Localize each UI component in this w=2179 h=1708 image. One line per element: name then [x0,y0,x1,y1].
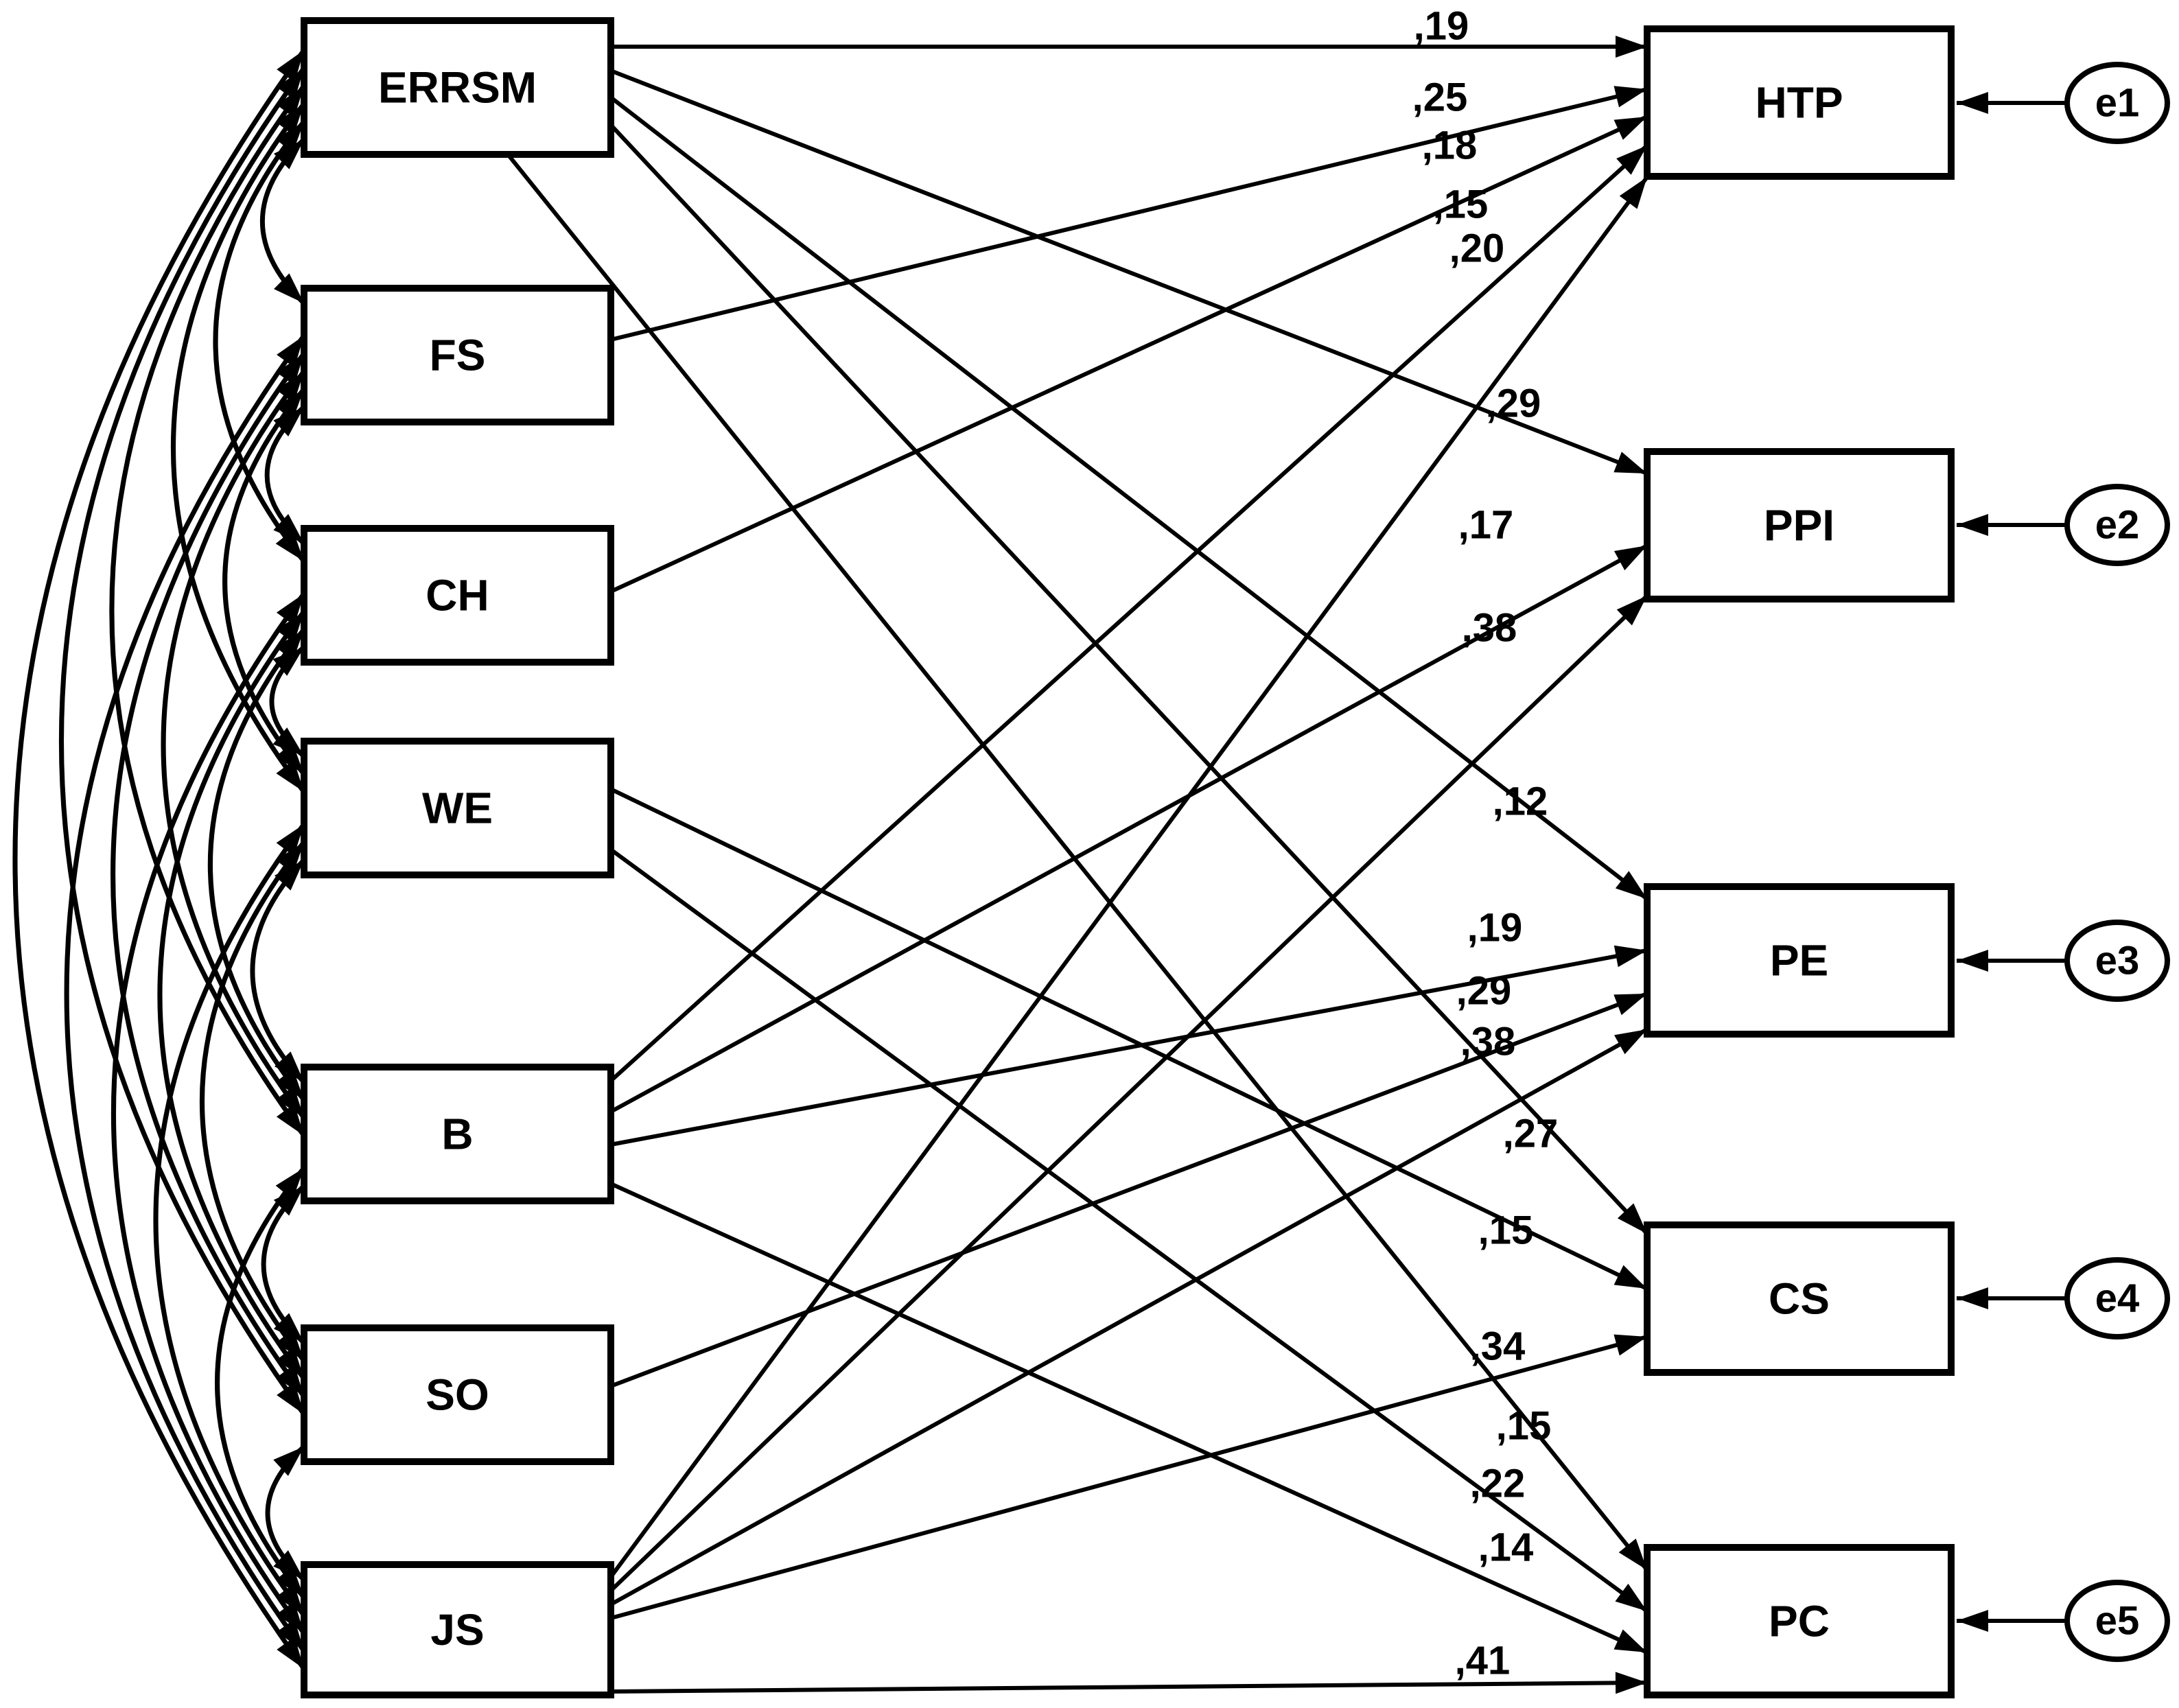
covariance-arc-ERRSM-JS [12,48,306,1671]
error-label-e5: e5 [2095,1599,2140,1643]
error-term-e4 [2064,1257,2170,1340]
path-arrow-B-PE [610,945,1648,1147]
error-term-e3 [2064,920,2170,1002]
box-label-FS: FS [430,331,486,380]
box-FS [301,285,614,425]
box-label-CH: CH [426,571,489,620]
regression-paths-layer [506,36,1649,1694]
error-term-e5 [2064,1580,2170,1662]
path-coefficient-ERRSM-CS: ,27 [1503,1112,1559,1156]
covariance-arc-ERRSM-FS [259,137,306,305]
covariance-arc-WE-JS [153,822,306,1617]
path-coefficient-JS-PE: ,38 [1460,1020,1516,1064]
path-arrow-JS-PC [610,1672,1648,1694]
error-label-e2: e2 [2095,503,2140,548]
covariance-arc-SO-JS [265,1444,306,1582]
path-arrow-WE-CS [609,787,1648,1291]
covariance-arc-WE-SO [199,840,306,1363]
box-label-PC: PC [1769,1597,1830,1646]
covariance-arc-CH-JS [110,592,306,1635]
covariance-arc-FS-WE [222,387,306,776]
covariance-arc-ERRSM-SO [58,66,306,1416]
path-coefficient-JS-PPI: ,38 [1462,606,1517,651]
covariance-arc-CH-SO [157,609,306,1381]
path-coefficient-ERRSM-HTP: ,19 [1414,4,1469,49]
box-label-CS: CS [1769,1274,1830,1324]
box-SO [301,1324,614,1465]
box-label-JS: JS [430,1605,484,1654]
box-CH [301,525,614,666]
path-arrow-JS-CS [610,1334,1648,1620]
path-coefficient-JS-PC: ,41 [1455,1639,1511,1683]
box-PPI [1644,448,1955,603]
path-coefficient-WE-CS: ,15 [1478,1208,1534,1253]
covariance-arc-B-JS [215,1166,306,1600]
path-coefficient-B-HTP: ,15 [1433,183,1489,227]
path-coefficient-B-PPI: ,17 [1458,503,1514,548]
path-arrow-WE-PC [609,847,1648,1613]
path-arrow-JS-HTP [609,176,1649,1578]
box-CS [1644,1221,1955,1376]
coefficient-labels-layer: ,19,25,18,15,20,29,17,38,12,19,29,38,27,… [1412,4,1559,1683]
path-arrow-B-HTP [609,143,1649,1083]
covariance-arc-CH-B [208,627,306,1102]
box-label-SO: SO [426,1370,489,1420]
box-B [301,1064,614,1204]
covariance-arc-B-SO [261,1184,306,1345]
path-coefficient-B-PE: ,19 [1467,906,1523,950]
covariance-arc-FS-JS [64,334,306,1653]
covariance-arc-ERRSM-CH [213,119,306,563]
path-arrow-FS-HTP [610,86,1648,342]
path-coefficient-ERRSM-PPI: ,29 [1486,382,1541,426]
path-arrow-SO-PE [609,992,1648,1388]
path-coefficient-JS-CS: ,34 [1470,1324,1526,1369]
path-arrow-B-PPI [609,543,1648,1114]
box-label-PE: PE [1770,936,1828,985]
path-arrow-CH-HTP [609,115,1648,594]
path-arrow-ERRSM-PPI [609,69,1648,476]
covariance-arc-FS-SO [110,351,306,1399]
path-coefficient-CH-HTP: ,18 [1422,124,1478,168]
box-label-B: B [441,1110,473,1159]
box-label-ERRSM: ERRSM [378,63,537,113]
error-term-e1 [2064,62,2170,144]
path-coefficient-WE-PC: ,22 [1470,1462,1526,1506]
variable-boxes-layer: ERRSM FS CH WE B SO JS HTP PPI PE CS PC [301,17,1955,1698]
error-label-e3: e3 [2095,939,2140,983]
path-coefficient-B-PC: ,14 [1478,1525,1534,1570]
box-label-WE: WE [422,784,493,833]
error-terms-layer: e1 e2 e3 e4 e5 [1957,62,2170,1662]
path-arrow-JS-PE [609,1027,1648,1606]
path-arrow-ERRSM-PC [506,153,1649,1571]
error-label-e1: e1 [2095,81,2140,126]
box-PC [1644,1544,1955,1698]
covariance-arc-WE-B [250,858,306,1084]
box-HTP [1644,25,1955,180]
path-coefficient-ERRSM-PC: ,15 [1496,1404,1552,1449]
path-arrow-B-PC [609,1182,1648,1654]
path-arrow-JS-PPI [609,594,1649,1593]
box-PE [1644,883,1955,1038]
box-JS [301,1561,614,1698]
covariance-arc-ERRSM-B [109,84,306,1138]
path-coefficient-FS-HTP: ,25 [1412,75,1468,120]
covariance-arc-FS-CH [264,405,306,546]
path-arrow-ERRSM-PE [609,95,1648,901]
path-coefficient-JS-HTP: ,20 [1449,226,1505,271]
box-label-HTP: HTP [1756,78,1843,128]
covariance-arc-FS-B [161,369,306,1120]
error-term-e2 [2064,484,2170,566]
path-arrow-ERRSM-CS [609,123,1649,1236]
box-ERRSM [301,17,614,158]
covariance-arcs-layer [12,48,306,1671]
error-label-e4: e4 [2095,1276,2140,1321]
path-coefficient-SO-PE: ,29 [1456,969,1512,1014]
box-WE [301,738,614,878]
box-label-PPI: PPI [1764,501,1834,550]
path-coefficient-ERRSM-PE: ,12 [1493,780,1548,824]
